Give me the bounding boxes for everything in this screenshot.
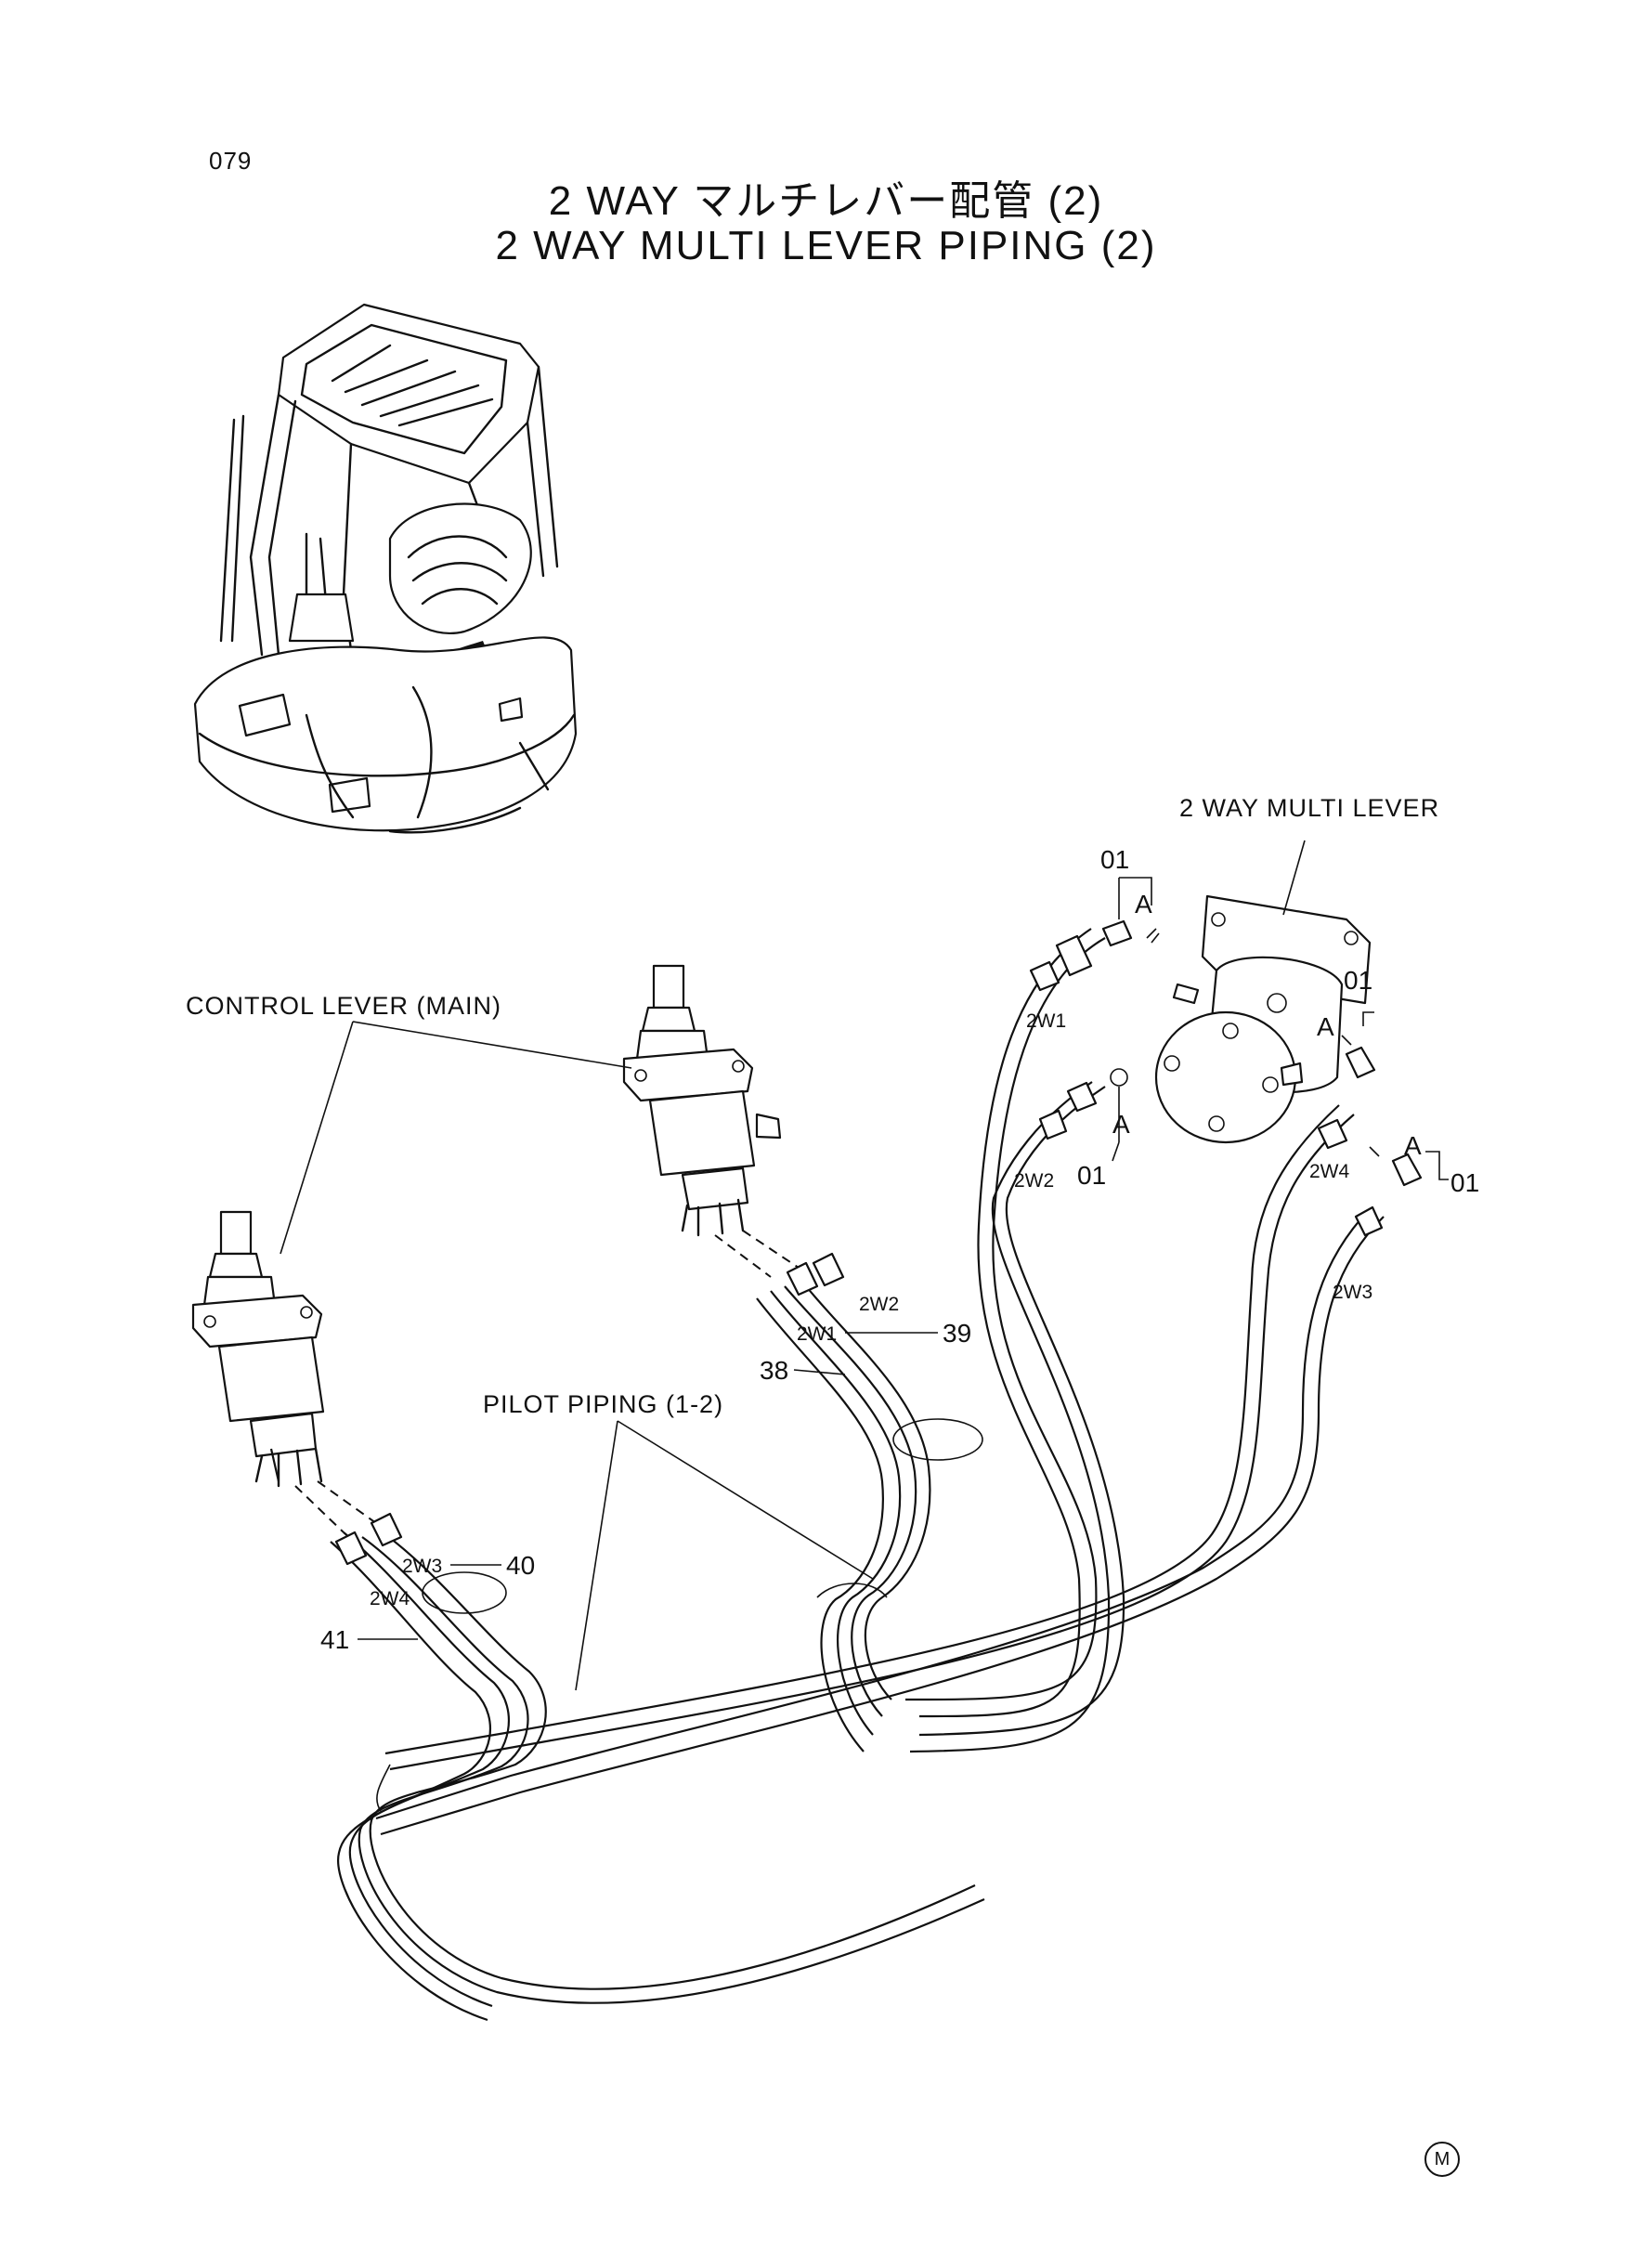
port-label-2w4-left: 2W4 — [370, 1588, 410, 1609]
callout-01-right: 01 — [1344, 966, 1373, 995]
label-multi-lever: 2 WAY MULTI LEVER — [1179, 794, 1440, 822]
control-lever-left — [191, 1210, 377, 1533]
label-control-lever: CONTROL LEVER (MAIN) — [186, 992, 502, 1020]
port-label-2w4-right: 2W4 — [1309, 1161, 1350, 1182]
callout-38: 38 — [760, 1356, 789, 1385]
page-title-en: 2 WAY MULTI LEVER PIPING (2) — [495, 223, 1157, 268]
callout-01-top: 01 — [1100, 845, 1130, 874]
port-label-2w2-mid: 2W2 — [859, 1294, 900, 1315]
excavator-illustration — [193, 303, 578, 834]
manufacturer-mark: M — [1424, 2142, 1460, 2177]
port-label-2w3-right: 2W3 — [1333, 1282, 1373, 1303]
page-title-ja: 2 WAY マルチレバー配管 (2) — [548, 178, 1104, 224]
leader-lines — [280, 840, 1449, 1691]
port-label-2w2-right: 2W2 — [1014, 1170, 1055, 1192]
page-number: 079 — [209, 147, 253, 175]
control-lever-right — [622, 964, 800, 1278]
port-label-2w3-left: 2W3 — [402, 1556, 443, 1577]
callout-a-far: A — [1404, 1131, 1422, 1160]
label-pilot-piping: PILOT PIPING (1-2) — [483, 1390, 724, 1418]
callout-a-lower: A — [1112, 1110, 1130, 1139]
callout-a-top: A — [1135, 890, 1152, 919]
pilot-hoses — [330, 928, 1385, 2022]
callout-a-right: A — [1317, 1012, 1334, 1041]
port-label-2w1-mid: 2W1 — [797, 1323, 838, 1345]
callout-41: 41 — [320, 1625, 350, 1654]
multi-lever-unit — [1101, 894, 1423, 1187]
callout-39: 39 — [943, 1319, 972, 1348]
callout-01-lower: 01 — [1077, 1161, 1107, 1190]
callout-40: 40 — [506, 1551, 536, 1580]
port-label-2w1-right: 2W1 — [1026, 1010, 1067, 1032]
callout-01-far: 01 — [1450, 1168, 1480, 1197]
